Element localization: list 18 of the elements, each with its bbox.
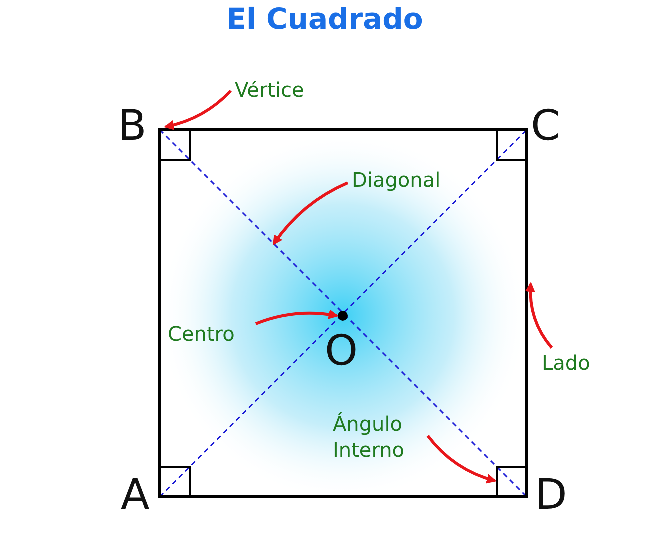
callout-label: Centro (168, 321, 235, 347)
point-label: O (325, 328, 358, 374)
callout-label: Ángulo Interno (333, 411, 425, 463)
point-label: C (531, 103, 560, 149)
leader-arrow (526, 282, 554, 349)
leader-arrow (164, 90, 232, 130)
point-label: A (121, 472, 150, 518)
leader-arrow (272, 182, 349, 246)
point-label: D (535, 472, 568, 518)
leader-arrow (255, 310, 339, 326)
callout-label: Diagonal (352, 167, 441, 193)
diagram-title: El Cuadrado (226, 1, 424, 38)
right-angle-mark (496, 466, 527, 497)
point-label: B (118, 103, 147, 149)
callout-label: Lado (542, 350, 590, 376)
leader-arrow (426, 435, 497, 484)
center-point (338, 311, 348, 321)
callout-label: Vértice (235, 77, 304, 103)
